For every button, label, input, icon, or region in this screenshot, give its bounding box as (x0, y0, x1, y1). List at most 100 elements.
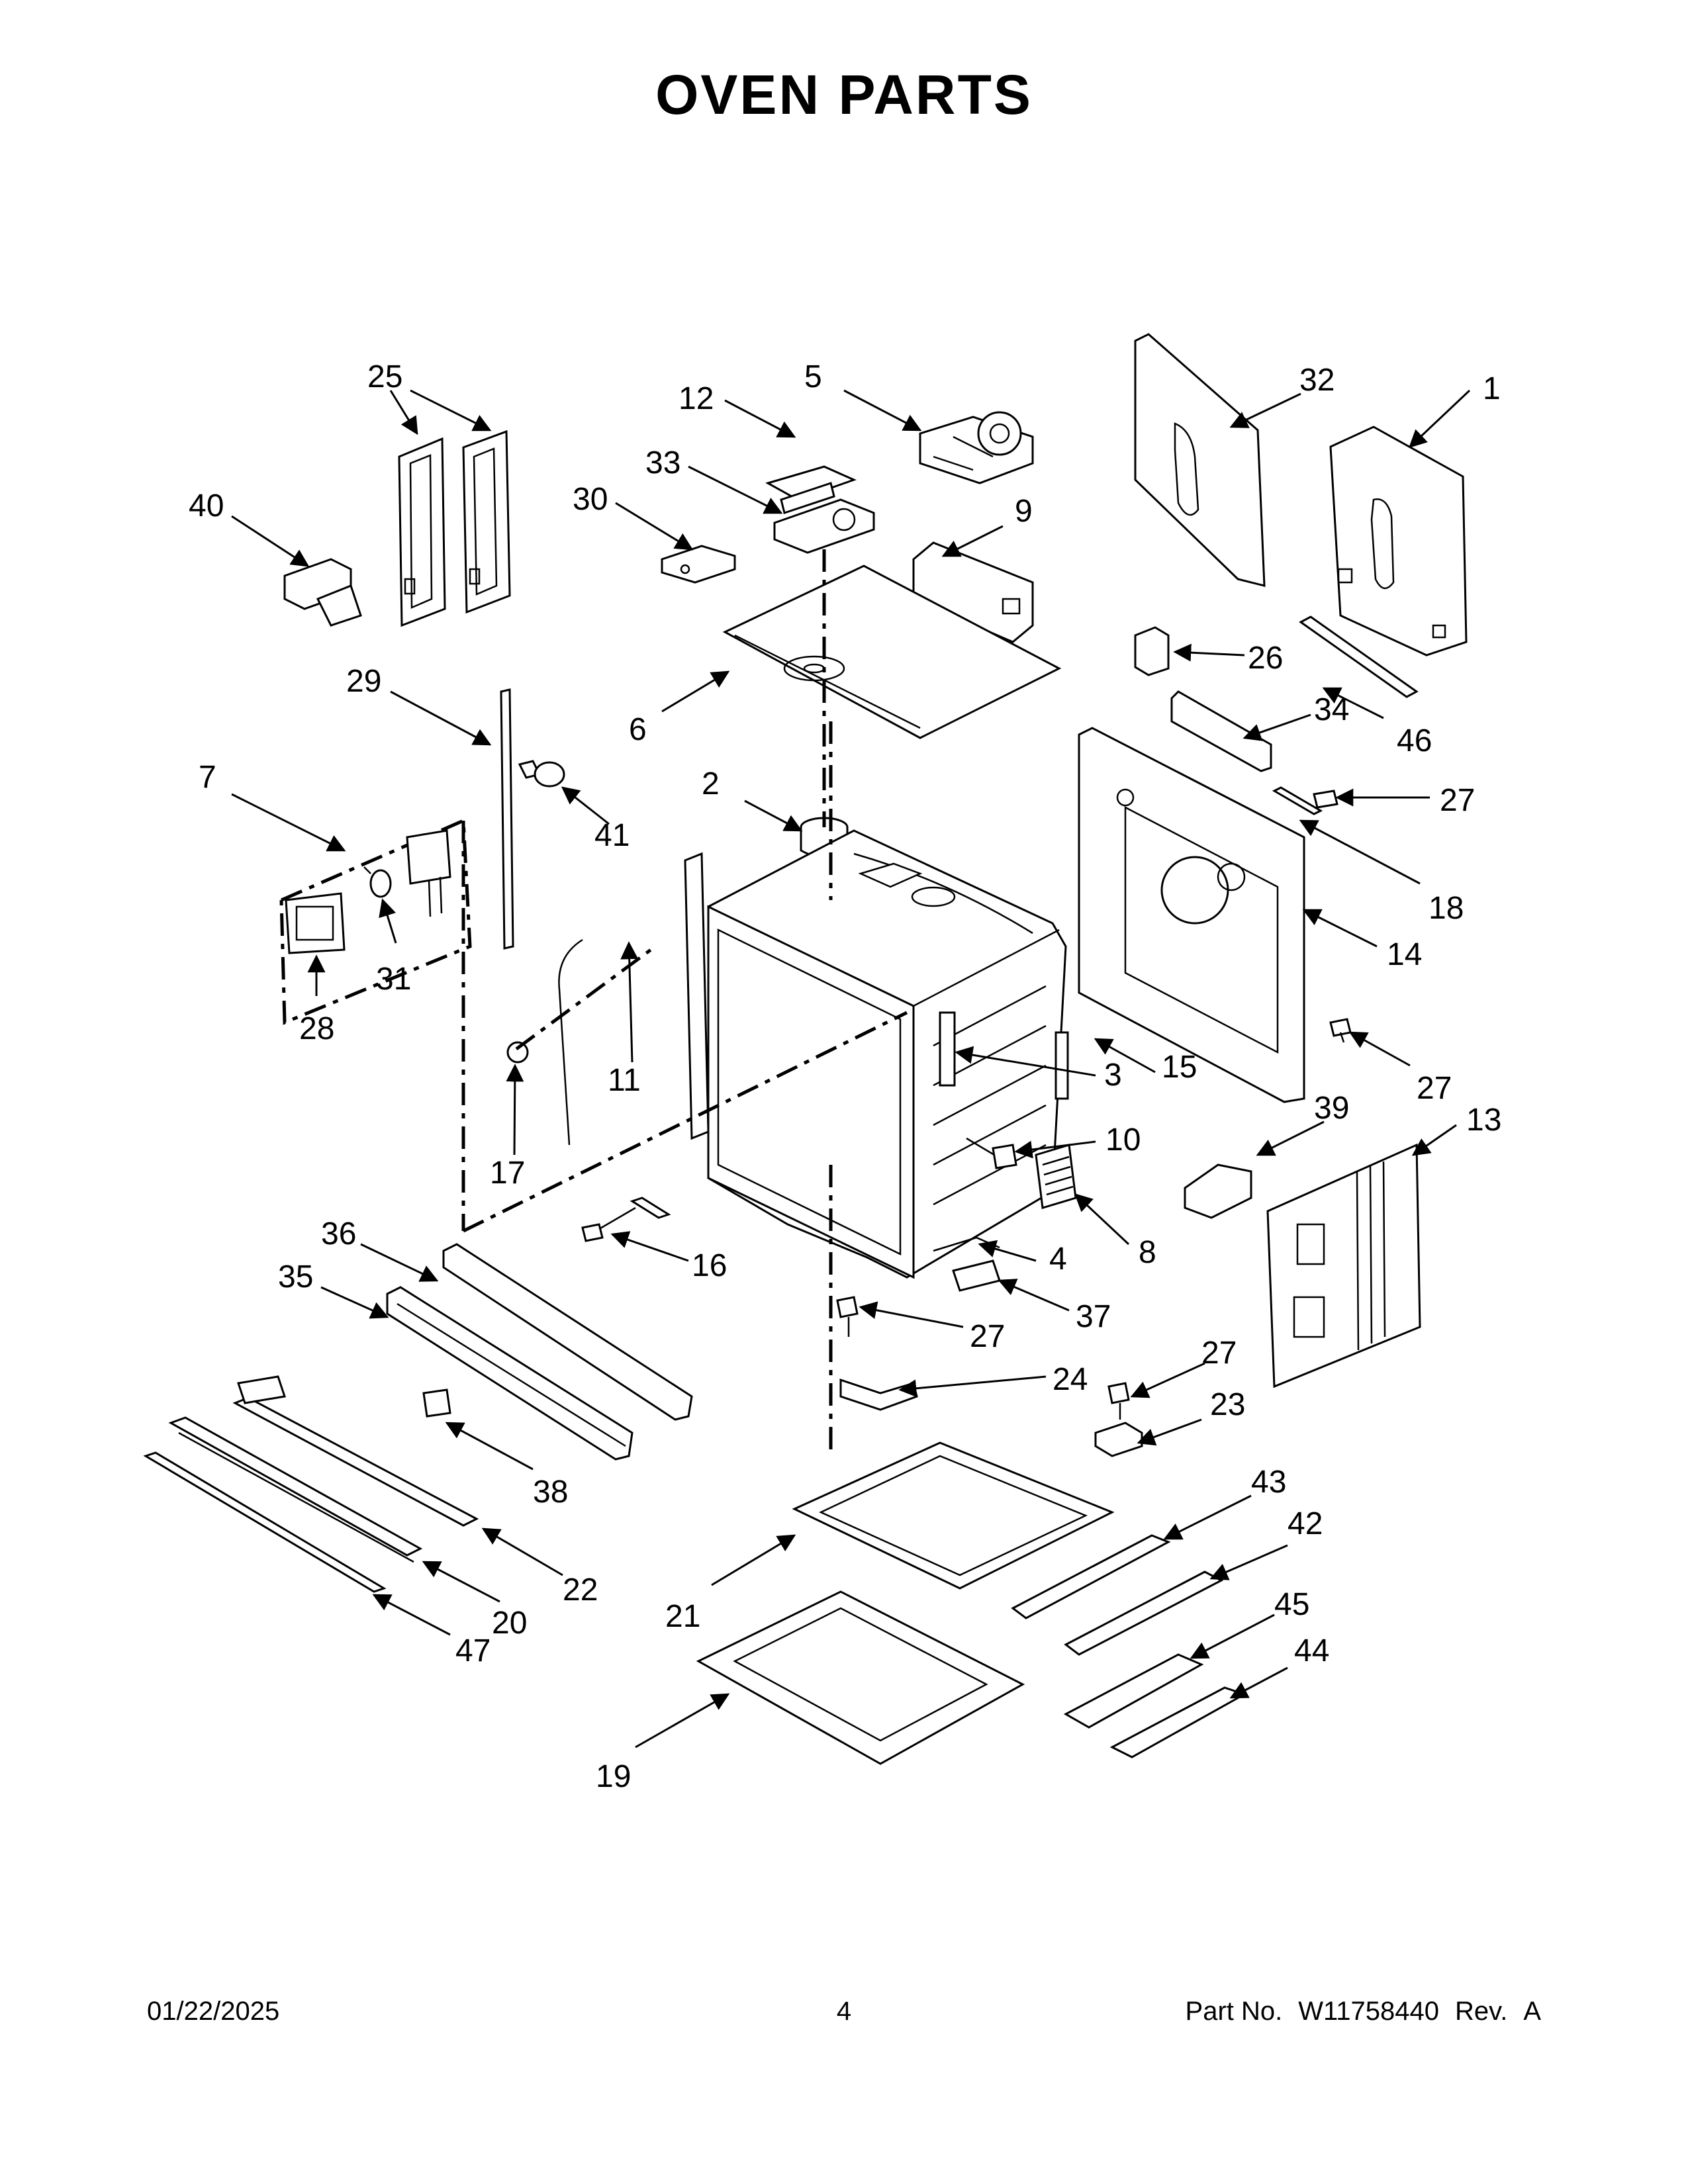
callout-2: 2 (702, 766, 720, 801)
part-14-rear-wall (1078, 727, 1305, 1103)
revision-value: A (1523, 1997, 1541, 2026)
callout-12: 12 (679, 381, 714, 416)
callout-14: 14 (1387, 937, 1422, 972)
callout-26: 26 (1248, 641, 1283, 676)
callout-39: 39 (1314, 1091, 1349, 1126)
callout-44: 44 (1294, 1633, 1329, 1668)
part-27-screw (836, 1296, 859, 1337)
part-39-duct (1184, 1163, 1252, 1219)
callout-27: 27 (1417, 1071, 1452, 1106)
callout-35: 35 (278, 1259, 313, 1295)
callout-9: 9 (1015, 494, 1033, 529)
callout-32: 32 (1299, 363, 1335, 398)
callout-27: 27 (970, 1319, 1005, 1354)
footer-date: 01/22/2025 (147, 1997, 280, 2026)
part-23-clip (1094, 1422, 1143, 1457)
callout-leaders (231, 389, 1471, 1749)
part-24-bracket (839, 1378, 918, 1411)
oven-cavity (707, 829, 1069, 1279)
part-41-knob (518, 760, 565, 788)
callout-18: 18 (1429, 891, 1464, 926)
part-36-rail (442, 1243, 693, 1421)
part-22-strip (232, 1375, 479, 1527)
callout-7: 7 (199, 760, 216, 795)
callout-25: 25 (367, 359, 402, 394)
callout-20: 20 (492, 1606, 527, 1641)
callout-13: 13 (1466, 1103, 1501, 1138)
part-18-sensor (1272, 786, 1323, 815)
footer-part-number: Part No. W11758440 Rev. A (1186, 1997, 1541, 2026)
part-7-board (406, 829, 451, 917)
callout-8: 8 (1139, 1235, 1156, 1270)
callout-4: 4 (1049, 1242, 1067, 1277)
callout-21: 21 (665, 1599, 700, 1634)
callout-24: 24 (1053, 1362, 1088, 1397)
callout-41: 41 (594, 818, 630, 853)
callout-30: 30 (573, 482, 608, 517)
part-43-trim (1011, 1534, 1171, 1619)
callout-23: 23 (1210, 1387, 1245, 1422)
callout-45: 45 (1274, 1587, 1309, 1622)
part-16-harness (581, 1197, 671, 1242)
callout-10: 10 (1105, 1122, 1141, 1158)
part-12-cover (765, 465, 857, 514)
callout-47: 47 (455, 1633, 491, 1668)
part-1-rear-cover (1329, 426, 1468, 657)
callout-46: 46 (1397, 723, 1432, 758)
part-35-rail (386, 1286, 633, 1461)
callout-3: 3 (1104, 1058, 1122, 1093)
callout-36: 36 (321, 1216, 356, 1251)
part-number-label: Part No. (1185, 1997, 1283, 2026)
part-7-group-outline (279, 818, 472, 1025)
part-27-screw (1329, 1018, 1352, 1043)
part-frame-front (684, 852, 710, 1140)
part-38-screw (422, 1388, 451, 1418)
part-34-bracket (1170, 690, 1272, 772)
part-45-channel (1063, 1653, 1204, 1729)
part-11-wire (558, 938, 583, 1146)
part-37-connector (952, 1259, 1001, 1292)
callout-34: 34 (1314, 692, 1349, 727)
callout-17: 17 (490, 1156, 525, 1191)
part-26-clip (1134, 626, 1170, 676)
assembly-centerlines (461, 549, 908, 1456)
part-30-bracket (661, 545, 736, 584)
page-title: OVEN PARTS (655, 64, 1033, 126)
callout-5: 5 (804, 359, 822, 394)
callout-27: 27 (1201, 1336, 1237, 1371)
callout-33: 33 (645, 445, 680, 480)
part-25-side-panels (398, 430, 511, 627)
part-20-strip (168, 1416, 423, 1563)
part-42-trim (1064, 1570, 1224, 1656)
callout-6: 6 (629, 712, 647, 747)
callout-22: 22 (563, 1572, 598, 1608)
callout-38: 38 (533, 1475, 568, 1510)
callout-42: 42 (1288, 1506, 1323, 1541)
part-28-display (285, 892, 346, 954)
callout-27: 27 (1440, 783, 1475, 818)
callout-31: 31 (376, 962, 411, 997)
callout-15: 15 (1162, 1050, 1197, 1085)
part-27-screw (1313, 790, 1338, 809)
callout-19: 19 (596, 1759, 631, 1794)
part-40-bracket (283, 558, 362, 627)
part-29-trim (500, 688, 514, 950)
callout-29: 29 (346, 664, 381, 699)
part-33-fan-bracket (773, 498, 875, 554)
callout-1: 1 (1483, 371, 1501, 406)
footer-page-number: 4 (836, 1997, 852, 2026)
part-19-bottom-panel (696, 1590, 1025, 1765)
revision-label: Rev. (1455, 1997, 1508, 2026)
part-21-frame (792, 1441, 1115, 1590)
part-10-screw (966, 1137, 1017, 1169)
part-27-screw (1107, 1382, 1130, 1420)
callout-28: 28 (299, 1011, 334, 1046)
part-47-strip (143, 1451, 387, 1593)
part-number-value: W11758440 (1298, 1997, 1440, 2026)
part-32-rear-panel (1134, 333, 1266, 587)
callout-37: 37 (1076, 1299, 1111, 1334)
part-13-side-wrap (1266, 1143, 1421, 1388)
callout-43: 43 (1251, 1465, 1286, 1500)
part-5-motor-assembly (919, 411, 1034, 484)
